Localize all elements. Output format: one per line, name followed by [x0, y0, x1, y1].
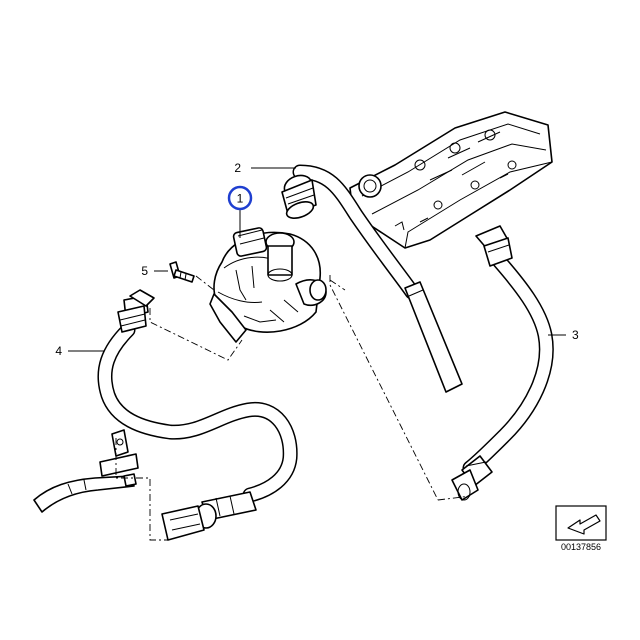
callout-5[interactable]: 5 — [141, 264, 148, 278]
callout-label-1: 1 — [237, 192, 244, 206]
callout-label-4: 4 — [55, 344, 62, 358]
callout-3[interactable]: 3 — [572, 328, 579, 342]
valve-cover — [349, 111, 553, 249]
reference-code: 00137856 — [561, 542, 601, 552]
callout-1[interactable]: 1 — [227, 185, 253, 211]
oil-separator — [209, 227, 327, 343]
hose-4 — [97, 289, 298, 541]
reference-symbol: 00137856 — [555, 505, 607, 552]
hose-2 — [281, 164, 463, 393]
arrow-icon — [567, 514, 601, 535]
lower-pipe — [33, 429, 139, 513]
callout-2[interactable]: 2 — [234, 161, 241, 175]
callout-label-2: 2 — [234, 161, 241, 175]
hose-3 — [451, 225, 554, 501]
leader-lines — [115, 275, 471, 541]
highlight-ring — [227, 185, 253, 211]
callout-label-5: 5 — [141, 264, 148, 278]
callout-lines — [68, 167, 566, 352]
bolt-5 — [169, 261, 195, 283]
callout-label-3: 3 — [572, 328, 579, 342]
callout-4[interactable]: 4 — [55, 344, 62, 358]
